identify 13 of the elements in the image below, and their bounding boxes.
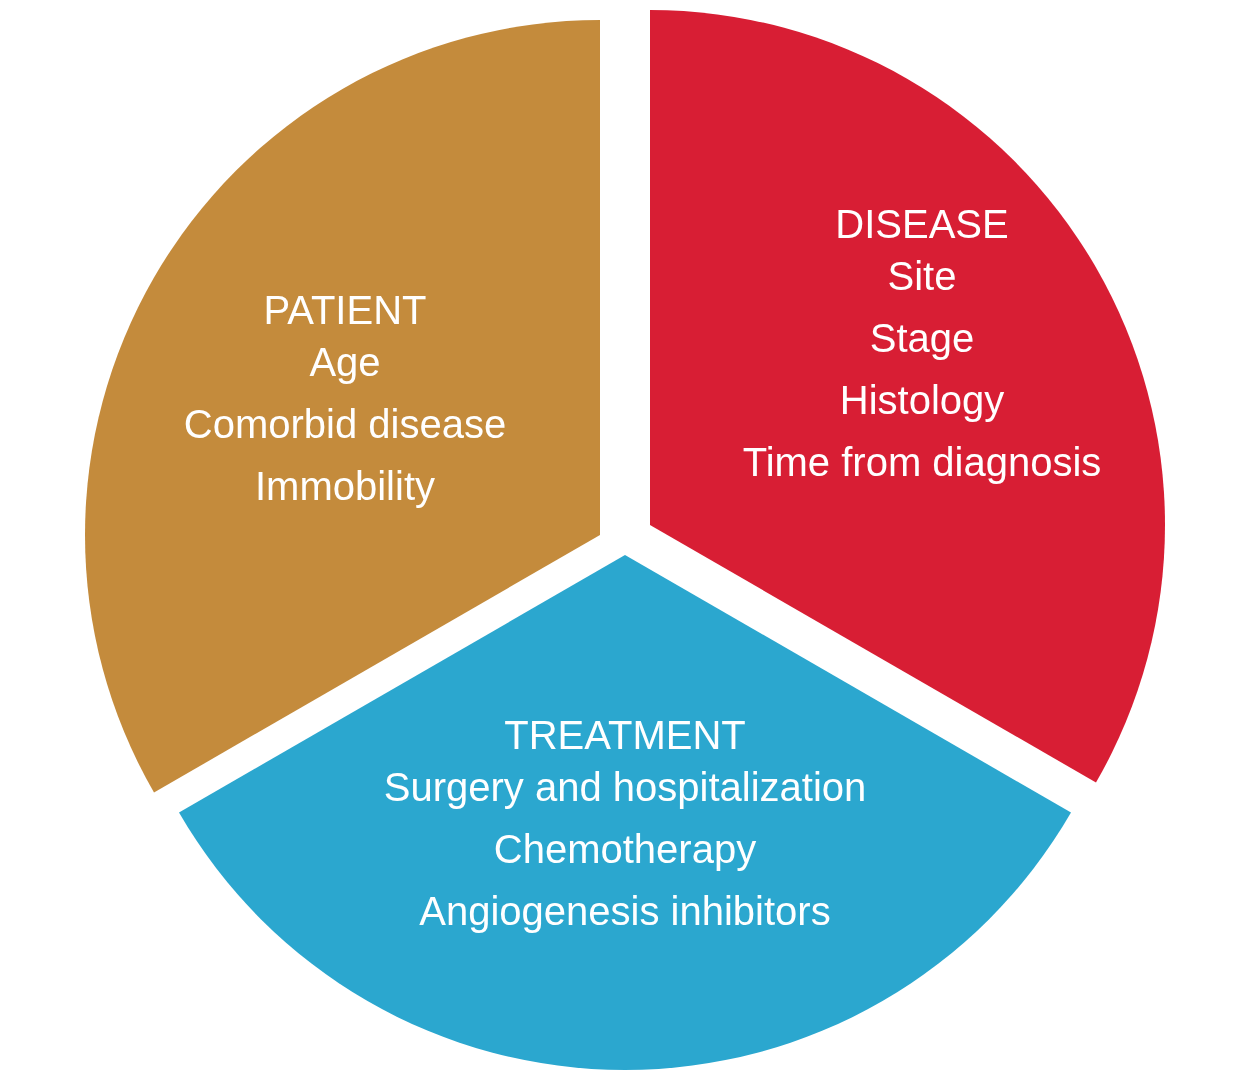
segment-heading: TREATMENT [504,712,746,759]
segment-item: Angiogenesis inhibitors [419,888,831,935]
segment-item: Comorbid disease [183,401,507,448]
segment-heading: PATIENT [263,287,427,334]
segment-item: Site [887,253,957,300]
segment-item: Histology [839,377,1005,424]
segment-item: Immobility [255,463,435,510]
segment-heading: DISEASE [835,201,1009,248]
segment-item: Stage [869,315,975,362]
segment-item: Age [309,339,381,386]
segment-item: Time from diagnosis [742,439,1102,486]
segment-item: Chemotherapy [493,826,757,873]
segment-item: Surgery and hospitalization [383,764,867,811]
